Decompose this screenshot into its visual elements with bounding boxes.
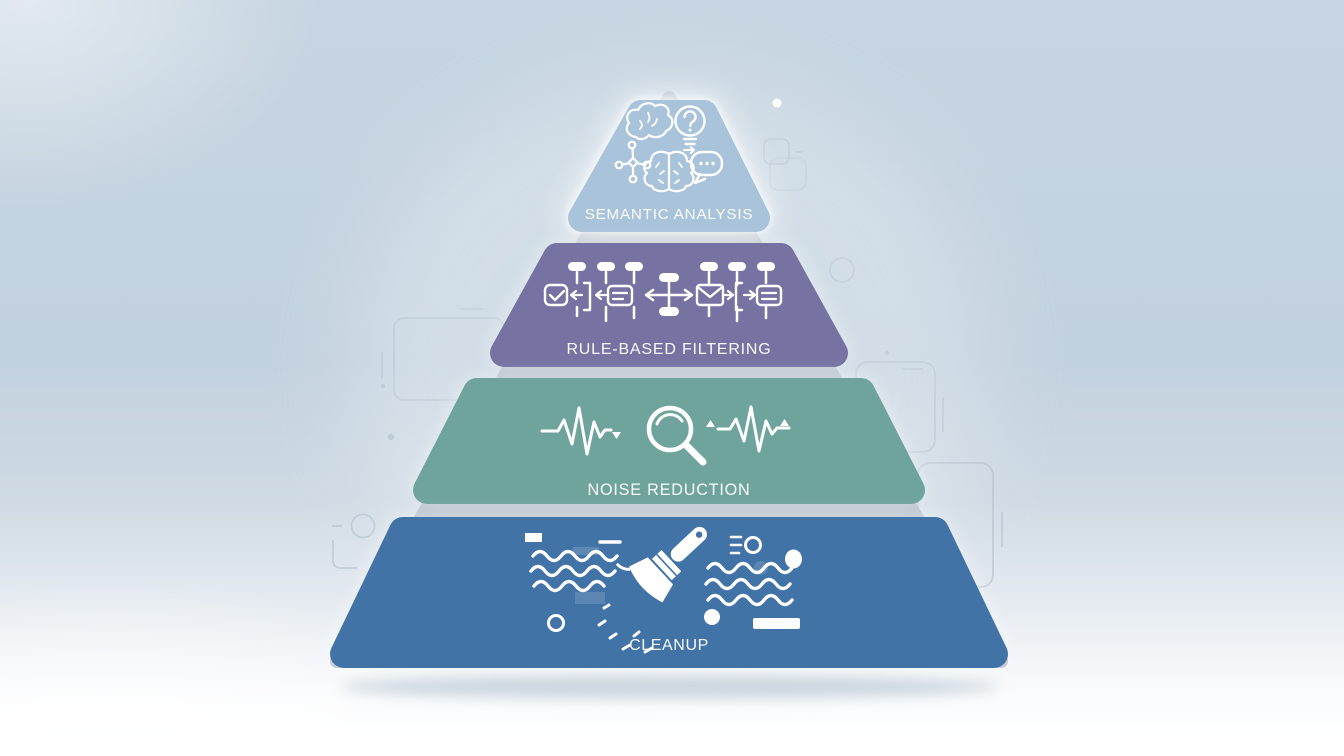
sparkle-dashes-icon [597, 603, 654, 654]
level-rule-based-filtering-label: RULE-BASED FILTERING [566, 341, 771, 358]
semantic-analysis-icons [614, 102, 724, 193]
dot-icon [704, 609, 720, 625]
decor-dot-2 [387, 433, 395, 441]
speech-bubble-icon [689, 150, 724, 185]
decor-dot-3 [885, 351, 889, 355]
envelope-icon [695, 283, 725, 307]
pyramid-shadow [339, 675, 999, 699]
bracket-right-icon [582, 281, 592, 312]
brain-hemispheres-icon [643, 150, 695, 193]
decor-dot-1 [381, 384, 385, 388]
noise-reduction-icons [540, 405, 791, 466]
list-card-icon [606, 284, 634, 307]
menu-dashes-icon [729, 535, 743, 555]
level-cleanup-label: CLEANUP [629, 637, 709, 654]
faint-chip-1 [573, 547, 599, 555]
level-cleanup-shape [330, 517, 1008, 668]
square-chip-icon [525, 533, 542, 542]
level-semantic-analysis-label: SEMANTIC ANALYSIS [585, 206, 754, 223]
decor-rounded-square [763, 138, 790, 165]
decor-circle-left [350, 513, 376, 539]
splitter-arrows-icon [644, 273, 694, 316]
cleanup-icons [525, 526, 802, 654]
waveform-left-icon [540, 406, 621, 456]
decor-rounded-square-2 [769, 157, 807, 191]
dot-bright [772, 98, 782, 108]
rule-based-filtering-icons [543, 262, 783, 323]
paintbrush-icon [616, 526, 708, 603]
decor-corner-left [332, 525, 357, 569]
level-cleanup: CLEANUP [330, 517, 1008, 668]
checkbox-icon [543, 283, 569, 307]
brain-icon [625, 102, 674, 141]
level-noise-reduction-shape [413, 378, 925, 504]
bracket-left-icon [734, 281, 744, 312]
waves-right-icon [704, 561, 794, 607]
ellipse-dot-icon [785, 549, 802, 569]
ring-icon [547, 614, 565, 632]
arrow-right-icon [723, 289, 757, 301]
level-rule-based-filtering: RULE-BASED FILTERING [490, 243, 848, 367]
list-card-icon-2 [755, 284, 783, 307]
level-noise-reduction-label: NOISE REDUCTION [587, 481, 750, 499]
faint-chip-2 [575, 592, 605, 604]
magnifier-icon [646, 405, 707, 466]
bar-icon [753, 618, 800, 629]
ring-small-icon [744, 536, 762, 554]
waveform-right-icon [706, 405, 791, 453]
waves-left-icon [529, 549, 619, 593]
level-noise-reduction: NOISE REDUCTION [413, 378, 925, 504]
decor-circle [829, 257, 855, 283]
slider-pill-icon [568, 262, 775, 323]
lightbulb-question-icon [674, 105, 706, 154]
level-semantic-analysis: SEMANTIC ANALYSIS [568, 100, 770, 232]
arrow-left-icon [569, 289, 608, 301]
